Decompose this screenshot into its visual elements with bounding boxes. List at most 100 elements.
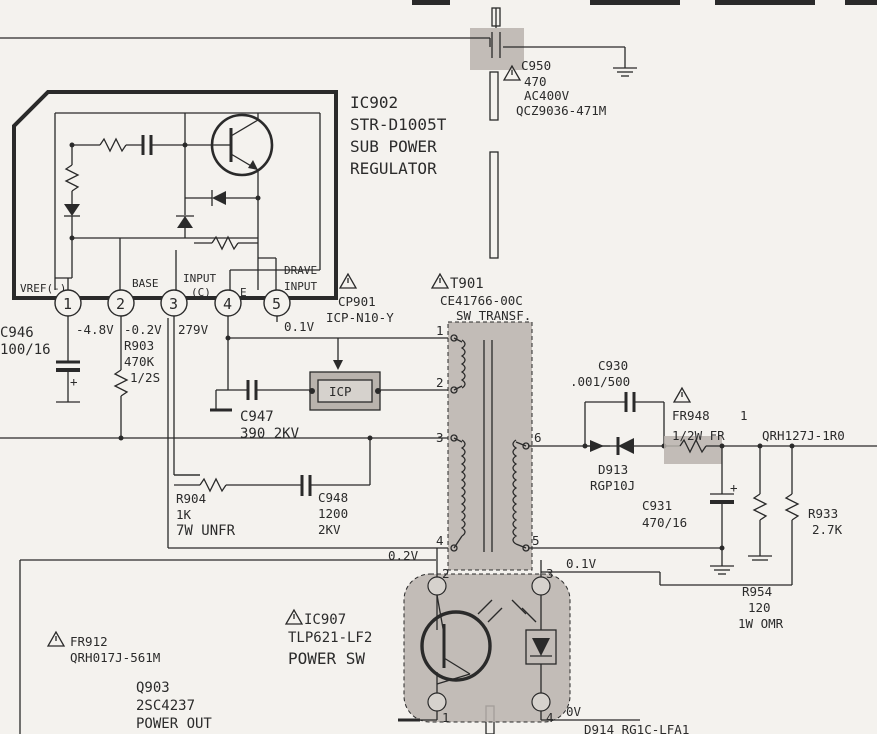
r933-resistor (784, 493, 800, 521)
bottom-left: FR912 QRH017J-561M Q903 2SC4237 POWER OU… (19, 559, 436, 734)
svg-text:5: 5 (272, 295, 281, 313)
r903-resistor (113, 369, 129, 397)
svg-text:+: + (70, 374, 78, 389)
ic902-package: VREF(-) BASE INPUT (C) E DRAVE INPUT 1 2… (12, 90, 338, 317)
d913-diode (618, 438, 634, 454)
svg-text:3: 3 (169, 295, 178, 313)
ground-icon (710, 565, 734, 575)
c950-section: C950 470 AC400V QCZ9036-471M (0, 7, 637, 118)
cp901-ref: CP901 (338, 294, 376, 309)
svg-text:+: + (730, 480, 738, 495)
voltage-t-pin4: 0.2V (388, 548, 419, 563)
t901-pin-6: 6 (534, 430, 542, 445)
ic907-ref: IC907 (304, 612, 346, 628)
d913-ref: D913 (598, 462, 628, 477)
warning-triangle-icon (284, 608, 304, 625)
r904-c948: R904 1K 7W UNFR C948 1200 2KV (174, 474, 370, 539)
inner-resistor-1 (99, 137, 127, 153)
t901-part: CE41766-00C (440, 293, 523, 308)
ic907-pin-2: 2 (442, 566, 450, 581)
r954-value: 120 (748, 600, 771, 615)
ic902-desc-1: SUB POWER (350, 137, 437, 156)
ic902-desc-2: REGULATOR (350, 159, 437, 178)
voltage-pin3: 279V (178, 322, 209, 337)
voltage-ic907-pin3: 0.1V (566, 556, 597, 571)
pin-label-input-c: (C) (191, 286, 211, 299)
ic902-pin-4: 4 (214, 289, 242, 317)
inner-diode-2 (212, 191, 226, 205)
c930-ref: C930 (598, 358, 628, 373)
cp901-part: ICP-N10-Y (326, 310, 394, 325)
d913-part: RGP10J (590, 478, 635, 493)
t901-secondary-coil (512, 439, 518, 545)
ic907-pin-3: 3 (546, 566, 554, 581)
c946-value: 100/16 (0, 342, 51, 358)
d914-label: D914 RG1C-LFA1 (584, 722, 689, 734)
c950-ref: C950 (521, 58, 551, 73)
r903-value: 470K (124, 354, 155, 369)
middle-components: 279V 0.1V C947 390 2KV ICP CP901 ICP-N10… (173, 272, 448, 476)
c946-ref: C946 (0, 325, 34, 341)
voltage-pin5: 0.1V (284, 319, 315, 334)
r903-rating: 1/2S (130, 370, 160, 385)
t901-primary-coil (460, 339, 466, 389)
ic907-part: TLP621-LF2 (288, 630, 372, 646)
left-components: + C946 100/16 -4.8V -0.2V R903 470K 1/2S (0, 316, 162, 441)
warning-triangle-icon (46, 630, 66, 647)
c931-value: 470/16 (642, 515, 687, 530)
r904-ref: R904 (176, 491, 206, 506)
fr948-rating: 1/2W FR (672, 428, 725, 443)
fr948-part: QRH127J-1R0 (762, 428, 845, 443)
fr948-highlight (664, 436, 722, 464)
pin-label-input: INPUT (183, 272, 216, 285)
top-edge-blocks (412, 0, 877, 5)
warning-triangle-icon (430, 272, 450, 289)
r954-rating: 1W OMR (738, 616, 784, 631)
t901-desc: SW TRANSF. (456, 308, 531, 323)
r933-ref: R933 (808, 506, 838, 521)
ic902-part: STR-D1005T (350, 115, 447, 134)
r904-rating: 7W UNFR (176, 523, 236, 539)
inner-diode-1 (64, 204, 80, 216)
ic907-pin-4: 4 (546, 710, 554, 725)
c947-value: 390 2KV (240, 426, 300, 442)
ic902-pin-1: 1 (54, 289, 82, 317)
t901-ref: T901 (450, 276, 484, 292)
ic902-pin-3: 3 (160, 289, 188, 317)
ic902-transistor-icon (210, 113, 274, 177)
cp901-body-label: ICP (329, 384, 352, 399)
q903-ref: Q903 (136, 680, 170, 696)
c948-ref: C948 (318, 490, 348, 505)
pin-label-vref: VREF(-) (20, 282, 66, 295)
pin-label-base: BASE (132, 277, 159, 290)
voltage-pin1: -4.8V (76, 322, 114, 337)
warning-triangle-icon (672, 386, 692, 403)
q903-desc: POWER OUT (136, 716, 212, 732)
pin-label-e: E (240, 286, 247, 299)
pin-label-drave: DRAVE (284, 264, 317, 277)
ic902-pin-5: 5 (263, 289, 291, 317)
warning-triangle-icon (502, 64, 522, 81)
ic907-desc: POWER SW (288, 649, 365, 668)
r903-ref: R903 (124, 338, 154, 353)
svg-text:4: 4 (223, 295, 232, 313)
t901-transformer: 1 2 3 4 5 6 T901 CE41766-00C SW TRANSF. (430, 272, 542, 571)
secondary-output: C930 .001/500 D913 RGP10J FR948 1 1/2W F… (528, 358, 877, 631)
ic902-pin-2: 2 (107, 289, 135, 317)
t901-highlight (448, 322, 532, 570)
fr912-ref: FR912 (70, 634, 108, 649)
c950-value: 470 (524, 74, 547, 89)
q903-part: 2SC4237 (136, 698, 195, 714)
c948-value: 1200 (318, 506, 348, 521)
t901-pin-5: 5 (532, 533, 540, 548)
t901-pin-4: 4 (436, 533, 444, 548)
fr948-ref: FR948 (672, 408, 710, 423)
voltage-ic907-pin4: 0V (566, 704, 582, 719)
ic907-optocoupler: 2 3 1 4 0V IC907 TLP621-LF2 POWER SW (284, 548, 640, 725)
zener-diode-icon (177, 216, 193, 228)
ground-icon (748, 555, 772, 561)
c948-rating: 2KV (318, 522, 341, 537)
c931-ref: C931 (642, 498, 672, 513)
t901-pin-1: 1 (436, 323, 444, 338)
warning-triangle-icon (338, 272, 358, 289)
